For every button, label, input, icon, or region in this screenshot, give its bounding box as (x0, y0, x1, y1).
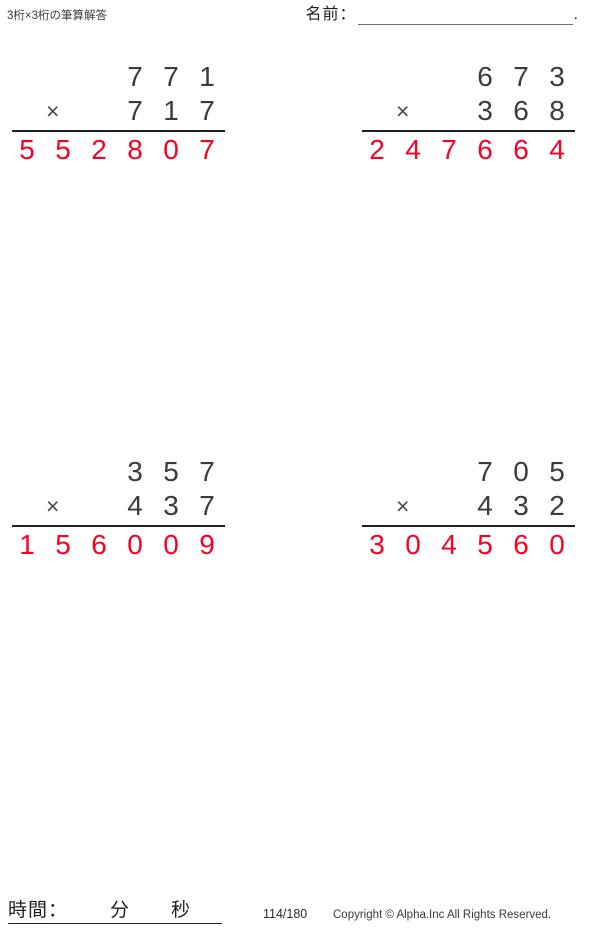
multiplier-row: × 7 1 7 (12, 94, 225, 128)
multiplier-row: × 4 3 2 (362, 489, 575, 523)
digit: 3 (127, 456, 143, 487)
digit: 7 (199, 95, 215, 126)
long-multiplication-2: 6 7 3 × 3 6 8 2 4 7 6 6 4 (362, 60, 575, 167)
problem-1: 7 7 1 × 7 1 7 5 5 2 8 0 7 (0, 60, 300, 455)
digit: 3 (163, 490, 179, 521)
answer-rule (12, 130, 225, 132)
answer-row: 2 4 7 6 6 4 (290, 133, 575, 167)
name-label: 名前： (305, 6, 357, 23)
answer-digit: 7 (441, 134, 457, 165)
answer-digit: 4 (441, 529, 457, 560)
answer-digit: 5 (19, 134, 35, 165)
digit: 7 (199, 456, 215, 487)
name-period: . (573, 6, 578, 23)
answer-digit: 8 (127, 134, 143, 165)
answer-digit: 6 (477, 134, 493, 165)
answer-digit: 4 (549, 134, 565, 165)
answer-digit: 6 (513, 134, 529, 165)
digit: 3 (477, 95, 493, 126)
multiplicand-row: 7 0 5 (362, 455, 575, 489)
seconds-unit-label: 秒 (171, 900, 191, 921)
digit: 7 (163, 61, 179, 92)
answer-digit: 6 (91, 529, 107, 560)
page-title: 3桁×3桁の筆算解答 (7, 10, 108, 22)
multiply-operator-icon: × (396, 493, 410, 519)
multiply-operator-icon: × (396, 98, 410, 124)
multiplier-row: × 3 6 8 (362, 94, 575, 128)
digit: 7 (199, 490, 215, 521)
time-label: 時間： (8, 900, 69, 921)
answer-rule (12, 525, 225, 527)
digit: 7 (513, 61, 529, 92)
problem-4: 7 0 5 × 4 3 2 3 0 4 5 6 0 (300, 455, 600, 562)
answer-digit: 7 (199, 134, 215, 165)
digit: 2 (549, 490, 565, 521)
problem-grid: 7 7 1 × 7 1 7 5 5 2 8 0 7 (0, 60, 600, 562)
digit: 1 (199, 61, 215, 92)
answer-rule (362, 525, 575, 527)
page-number: 114/180 (263, 907, 308, 921)
multiplier-row: × 4 3 7 (12, 489, 225, 523)
digit: 7 (127, 61, 143, 92)
problem-3: 3 5 7 × 4 3 7 1 5 6 0 0 9 (0, 455, 300, 562)
multiplicand-row: 3 5 7 (12, 455, 225, 489)
digit: 1 (163, 95, 179, 126)
digit: 8 (549, 95, 565, 126)
multiply-operator-icon: × (46, 98, 60, 124)
digit: 0 (513, 456, 529, 487)
answer-digit: 3 (369, 529, 385, 560)
time-record-field[interactable]: 時間： 分 秒 (8, 899, 222, 924)
answer-digit: 1 (19, 529, 35, 560)
copyright-notice: Copyright © Alpha.Inc All Rights Reserve… (333, 909, 552, 921)
problem-row-1: 7 7 1 × 7 1 7 5 5 2 8 0 7 (0, 60, 600, 455)
digit: 3 (513, 490, 529, 521)
answer-row: 3 0 4 5 6 0 (290, 528, 575, 562)
problem-2: 6 7 3 × 3 6 8 2 4 7 6 6 4 (300, 60, 600, 455)
problem-row-2: 3 5 7 × 4 3 7 1 5 6 0 0 9 (0, 455, 600, 562)
digit: 7 (477, 456, 493, 487)
answer-digit: 0 (127, 529, 143, 560)
digit: 6 (477, 61, 493, 92)
name-input-rule[interactable] (357, 6, 573, 25)
answer-row: 5 5 2 8 0 7 (0, 133, 225, 167)
digit: 4 (477, 490, 493, 521)
multiplicand-row: 6 7 3 (362, 60, 575, 94)
digit: 6 (513, 95, 529, 126)
answer-rule (362, 130, 575, 132)
answer-digit: 0 (405, 529, 421, 560)
answer-digit: 5 (477, 529, 493, 560)
answer-digit: 2 (369, 134, 385, 165)
answer-digit: 9 (199, 529, 215, 560)
digit: 7 (127, 95, 143, 126)
page-footer: 時間： 分 秒 114/180 Copyright © Alpha.Inc Al… (0, 888, 600, 938)
answer-digit: 0 (549, 529, 565, 560)
answer-digit: 0 (163, 134, 179, 165)
answer-digit: 5 (55, 529, 71, 560)
digit: 5 (163, 456, 179, 487)
answer-digit: 2 (91, 134, 107, 165)
minutes-unit-label: 分 (110, 900, 130, 921)
answer-digit: 0 (163, 529, 179, 560)
multiplicand-row: 7 7 1 (12, 60, 225, 94)
long-multiplication-1: 7 7 1 × 7 1 7 5 5 2 8 0 7 (12, 60, 225, 167)
answer-row: 1 5 6 0 0 9 (0, 528, 225, 562)
long-multiplication-4: 7 0 5 × 4 3 2 3 0 4 5 6 0 (362, 455, 575, 562)
answer-digit: 6 (513, 529, 529, 560)
digit: 3 (549, 61, 565, 92)
long-multiplication-3: 3 5 7 × 4 3 7 1 5 6 0 0 9 (12, 455, 225, 562)
name-field-block: 名前： . (306, 5, 578, 25)
multiply-operator-icon: × (46, 493, 60, 519)
digit: 4 (127, 490, 143, 521)
digit: 5 (549, 456, 565, 487)
answer-digit: 4 (405, 134, 421, 165)
answer-digit: 5 (55, 134, 71, 165)
